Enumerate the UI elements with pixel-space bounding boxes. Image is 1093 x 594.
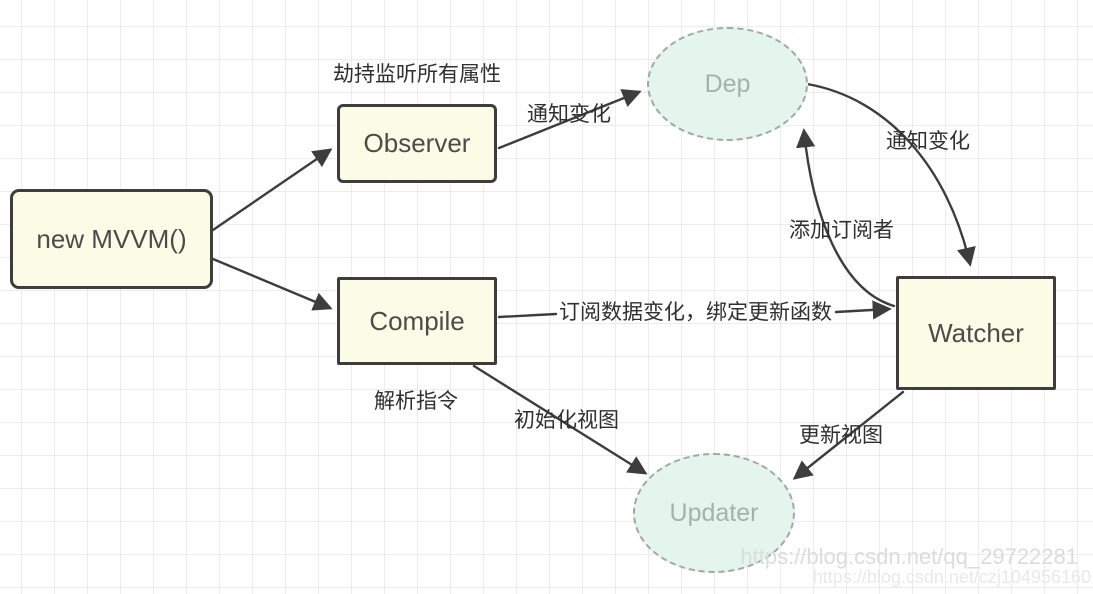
edge-watcher-to-dep-curve xyxy=(796,128,896,308)
edge-observer-to-dep xyxy=(497,89,642,150)
edge-label-notify-change-to-dep: 通知变化 xyxy=(527,103,611,126)
edge-label-add-subscriber: 添加订阅者 xyxy=(789,219,894,242)
node-observer-label: Observer xyxy=(363,128,471,158)
node-watcher-label: Watcher xyxy=(928,317,1024,348)
node-new-mvvm: new MVVM() xyxy=(10,189,213,289)
watermark-line1: https://blog.csdn.net/qq_29722281 xyxy=(740,544,1078,569)
node-new-mvvm-label: new MVVM() xyxy=(36,223,187,254)
edge-label-notify-change-to-watcher: 通知变化 xyxy=(886,130,970,153)
node-dep: Dep xyxy=(647,27,808,141)
edge-compile-to-watcher-left-segment xyxy=(497,312,558,319)
edge-dep-to-watcher-curve xyxy=(805,82,976,267)
edge-compile-to-watcher-arrow-segment xyxy=(834,300,892,320)
edge-mvvm-to-compile xyxy=(211,257,333,311)
node-updater-label: Updater xyxy=(669,498,759,527)
edge-label-init-view: 初始化视图 xyxy=(514,409,619,432)
node-updater: Updater xyxy=(633,453,795,573)
edge-compile-to-updater xyxy=(472,364,648,475)
node-observer: Observer xyxy=(337,104,497,183)
edge-watcher-to-updater xyxy=(792,390,905,480)
node-watcher: Watcher xyxy=(896,276,1056,390)
edge-label-parse-directives: 解析指令 xyxy=(374,390,458,413)
node-compile: Compile xyxy=(337,277,497,365)
edge-label-subscribe-bind-update-fn: 订阅数据变化，绑定更新函数 xyxy=(559,301,832,324)
node-compile-label: Compile xyxy=(369,305,465,336)
edge-mvvm-to-observer xyxy=(211,148,333,232)
node-dep-label: Dep xyxy=(704,69,751,98)
edge-label-hijack-listen-all-props: 劫持监听所有属性 xyxy=(333,63,501,86)
watermark-line2: https://blog.csdn.net/czj104956160 xyxy=(812,567,1091,587)
edge-label-update-view: 更新视图 xyxy=(799,424,883,447)
